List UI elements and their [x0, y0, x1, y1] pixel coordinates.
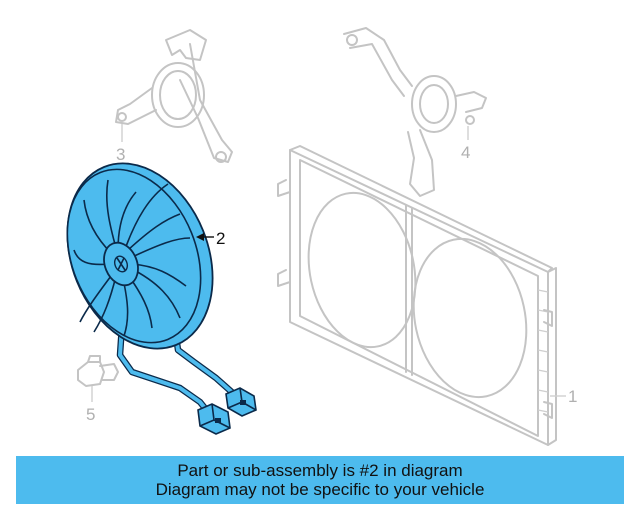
- radiator-shroud: [277, 145, 557, 446]
- callout-2: 2: [216, 229, 225, 248]
- banner-line-part-number: Part or sub-assembly is #2 in diagram: [177, 461, 463, 480]
- connector-left: [197, 403, 231, 435]
- callout-4: 4: [461, 143, 470, 162]
- cooling-fan-assembly: [66, 162, 257, 435]
- banner-line-disclaimer: Diagram may not be specific to your vehi…: [155, 480, 485, 499]
- sensor-part-5: [77, 355, 119, 387]
- parts-diagram: 1 3 4 5: [66, 27, 577, 446]
- callout-5: 5: [86, 405, 95, 424]
- info-banner: Part or sub-assembly is #2 in diagram Di…: [16, 456, 624, 504]
- connector-right: [225, 387, 257, 417]
- bracket-part-3: [115, 29, 233, 163]
- callout-3: 3: [116, 145, 125, 164]
- leader-arrow-2: [196, 233, 204, 241]
- callout-1: 1: [568, 387, 577, 406]
- bracket-part-4: [343, 27, 487, 197]
